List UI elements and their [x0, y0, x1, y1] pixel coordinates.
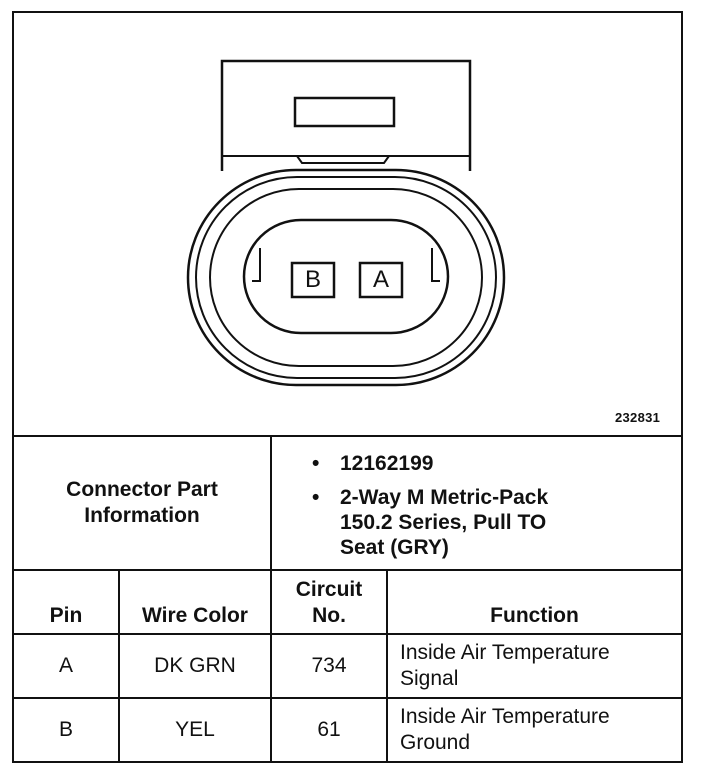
wire-color-cell: DK GRN: [118, 633, 272, 699]
pin-header: Pin: [14, 569, 120, 635]
function-line1: Inside Air Temperature: [400, 705, 610, 728]
connector-shell-middle: [195, 176, 497, 379]
part-description-item: • 2-Way M Metric-Pack 150.2 Series, Pull…: [312, 485, 681, 560]
key-rib-right: [431, 248, 440, 282]
latch-window: [293, 96, 396, 128]
wire-color-header: Wire Color: [118, 569, 272, 635]
wire-color-cell: YEL: [118, 697, 272, 763]
connector-shell-inner: [209, 188, 483, 367]
part-description-line1: 2-Way M Metric-Pack: [340, 486, 549, 509]
function-line2: Ground: [400, 731, 471, 754]
connector-illustration: B A 232831: [14, 13, 681, 435]
pinout-table: Connector Part Information • 12162199 • …: [14, 435, 681, 763]
bullet-icon: •: [312, 452, 320, 475]
function-cell: Inside Air Temperature Ground: [386, 697, 681, 763]
connector-info-row: Connector Part Information • 12162199 • …: [14, 435, 681, 571]
pin-cell: B: [14, 697, 120, 763]
latch-tab: [296, 155, 390, 164]
pin-a-label: A: [372, 266, 389, 293]
connector-part-list: • 12162199 • 2-Way M Metric-Pack 150.2 S…: [270, 435, 681, 571]
circuit-header-line1: Circuit: [295, 578, 363, 601]
table-row: B YEL 61 Inside Air Temperature Ground: [14, 697, 681, 763]
pin-cavity: [242, 218, 450, 335]
function-line1: Inside Air Temperature: [400, 641, 610, 664]
connector-shell-outer: [186, 168, 506, 387]
part-description-line2: 150.2 Series, Pull TO: [340, 511, 547, 534]
circuit-cell: 734: [270, 633, 388, 699]
header-row: Pin Wire Color Circuit No. Function: [14, 569, 681, 635]
part-description-line3: Seat (GRY): [340, 536, 449, 559]
latch-housing: [220, 59, 472, 171]
pin-a-box: [358, 261, 404, 299]
circuit-cell: 61: [270, 697, 388, 763]
function-header: Function: [386, 569, 681, 635]
circuit-header-line2: No.: [312, 604, 346, 627]
connector-sheet: B A 232831 Connector Part Information • …: [12, 11, 683, 763]
part-number: 12162199: [340, 452, 434, 475]
connector-info-title-line2: Information: [84, 504, 200, 527]
function-cell: Inside Air Temperature Signal: [386, 633, 681, 699]
key-rib-left: [252, 248, 261, 282]
figure-id: 232831: [615, 410, 661, 425]
function-line2: Signal: [400, 667, 459, 690]
connector-drawing: [186, 59, 506, 387]
part-number-item: • 12162199: [312, 451, 681, 476]
connector-info-title-line1: Connector Part: [66, 478, 218, 501]
part-description: 2-Way M Metric-Pack 150.2 Series, Pull T…: [340, 485, 548, 560]
pin-b-box: [290, 261, 336, 299]
pin-cell: A: [14, 633, 120, 699]
table-row: A DK GRN 734 Inside Air Temperature Sign…: [14, 633, 681, 699]
circuit-header: Circuit No.: [270, 569, 388, 635]
bullet-icon: •: [312, 486, 320, 509]
connector-info-title: Connector Part Information: [14, 435, 272, 571]
pin-b-label: B: [304, 266, 321, 293]
